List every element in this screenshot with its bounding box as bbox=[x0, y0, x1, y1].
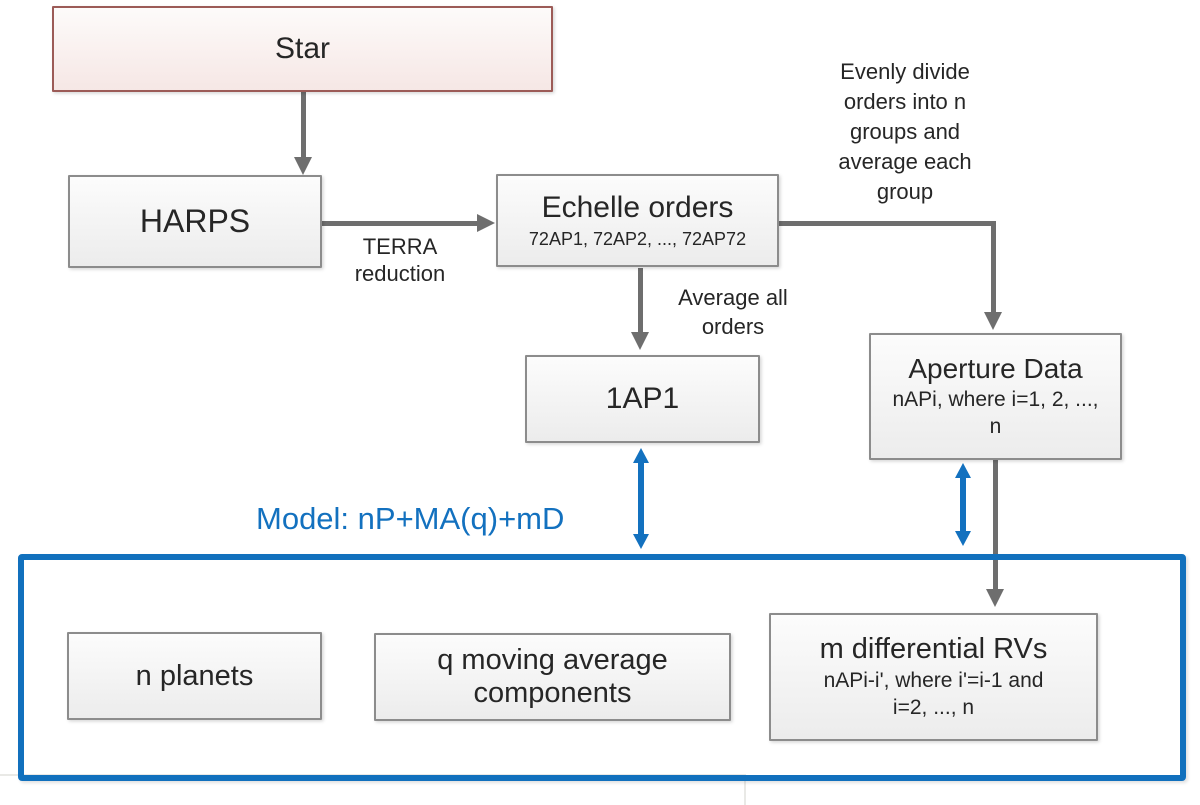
arrow-echelle-to-aperture-vline bbox=[990, 220, 996, 313]
arrow-echelle-to-aperture-head-icon bbox=[984, 312, 1002, 330]
echelle-orders-sublabel: 72AP1, 72AP2, ..., 72AP72 bbox=[528, 228, 747, 249]
oneap1-box: 1AP1 bbox=[525, 355, 760, 443]
model-equation-label: Model: nP+MA(q)+mD bbox=[256, 501, 565, 536]
m-differential-rvs-sublabel: nAPi-i', where i'=i-1 and i=2, ..., n bbox=[823, 669, 1044, 719]
arrow-harps-to-echelle-head-icon bbox=[477, 214, 495, 232]
arrow-echelle-to-1ap1-head-icon bbox=[631, 332, 649, 350]
model-link-left-line bbox=[638, 462, 644, 535]
arrow-aperture-to-mdiff-head-icon bbox=[986, 589, 1004, 607]
harps-box: HARPS bbox=[68, 175, 322, 268]
model-link-right-line bbox=[960, 477, 966, 533]
arrow-star-to-harps-line bbox=[300, 92, 306, 157]
star-label: Star bbox=[274, 32, 331, 66]
aperture-data-box: Aperture Data nAPi, where i=1, 2, ..., n bbox=[869, 333, 1122, 460]
model-link-right-up-head-icon bbox=[955, 463, 971, 478]
n-planets-box: n planets bbox=[67, 632, 322, 720]
arrow-aperture-to-mdiff-line bbox=[992, 460, 998, 589]
m-differential-rvs-label: m differential RVs bbox=[819, 633, 1048, 666]
aperture-data-label: Aperture Data bbox=[908, 353, 1083, 385]
n-planets-label: n planets bbox=[135, 659, 254, 692]
evenly-divide-label: Evenly divide orders into n groups and a… bbox=[838, 59, 972, 204]
m-differential-rvs-box: m differential RVs nAPi-i', where i'=i-1… bbox=[769, 613, 1098, 741]
q-moving-average-box: q moving average components bbox=[374, 633, 731, 721]
terra-reduction-label: TERRA reduction bbox=[354, 234, 446, 286]
harps-label: HARPS bbox=[139, 202, 251, 239]
q-moving-average-label: q moving average components bbox=[437, 643, 668, 709]
model-link-left-up-head-icon bbox=[633, 448, 649, 463]
model-link-left-down-head-icon bbox=[633, 534, 649, 549]
oneap1-label: 1AP1 bbox=[605, 382, 680, 416]
star-box: Star bbox=[52, 6, 553, 92]
model-link-right-down-head-icon bbox=[955, 531, 971, 546]
model-container-box bbox=[18, 554, 1186, 781]
aperture-data-sublabel: nAPi, where i=1, 2, ..., n bbox=[892, 388, 1099, 438]
page-edge-line-vertical bbox=[744, 774, 746, 805]
arrow-echelle-to-aperture-hline bbox=[779, 220, 995, 226]
arrow-star-to-harps-head-icon bbox=[294, 157, 312, 175]
echelle-orders-label: Echelle orders bbox=[541, 190, 734, 224]
echelle-orders-box: Echelle orders 72AP1, 72AP2, ..., 72AP72 bbox=[496, 174, 779, 267]
arrow-echelle-to-1ap1-line bbox=[637, 268, 643, 332]
average-all-orders-label: Average all orders bbox=[678, 285, 788, 339]
arrow-harps-to-echelle-line bbox=[322, 220, 477, 226]
